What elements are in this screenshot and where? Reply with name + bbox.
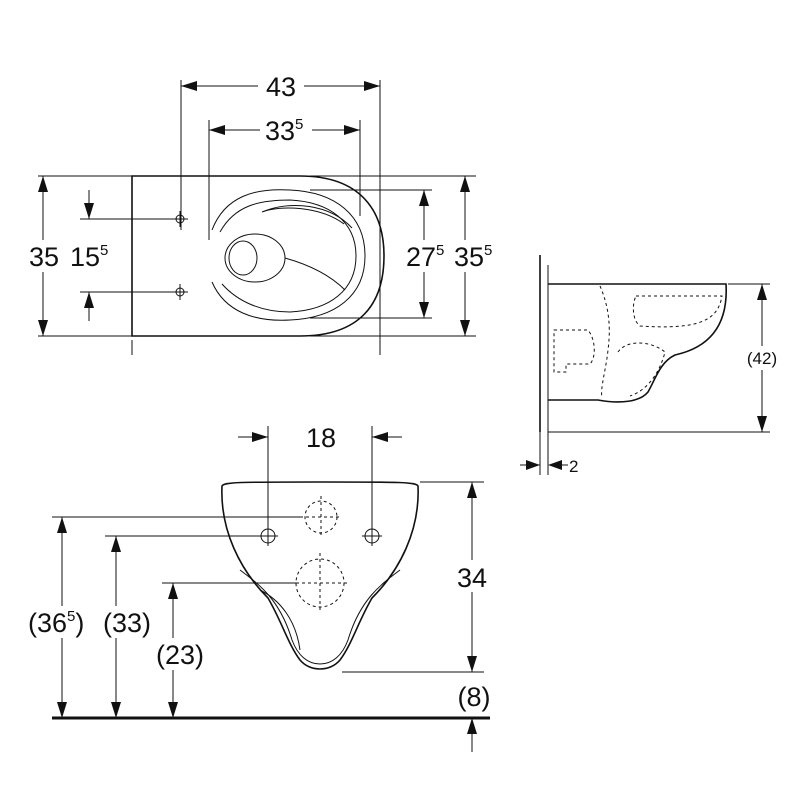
dim-label-23: (23): [156, 640, 204, 670]
bowl-inner-rim-3: [261, 204, 353, 229]
bowl-outline-side: [548, 283, 727, 403]
dim-label-35-5: 355: [454, 242, 492, 272]
dim-label-33-5: 335: [265, 116, 303, 146]
water-inlet: [300, 496, 342, 538]
dim-label-2: 2: [569, 457, 578, 476]
dim-label-34: 34: [457, 563, 487, 593]
dim-label-43: 43: [266, 72, 296, 102]
drain-outer: [224, 233, 286, 283]
bowl-outline-rear: [221, 481, 419, 670]
side-view: (42) 2: [520, 255, 786, 476]
dim-label-42: (42): [747, 349, 777, 368]
dim-label-36-5: (365): [28, 608, 84, 638]
fixing-point-left: [258, 526, 278, 546]
fixing-point-right: [362, 526, 382, 546]
dim-label-15-5: 155: [70, 242, 108, 272]
siphon-dashed: [599, 285, 610, 399]
drain-channel: [284, 257, 346, 291]
dim-label-18: 18: [306, 423, 336, 453]
drain-outlet: [290, 553, 350, 613]
bowl-inner-rim: [211, 189, 366, 321]
bowl-outline-top: [131, 175, 385, 337]
dim-label-33: (33): [103, 608, 151, 638]
dim-label-8: (8): [458, 682, 491, 712]
bowl-inner-rear: [239, 569, 401, 665]
drain-inner: [228, 240, 258, 276]
dim-label-35: 35: [29, 242, 59, 272]
rear-view: 18 34 (8) (365) (33): [28, 423, 496, 752]
top-view: 43 335 35 155: [24, 68, 499, 355]
dim-label-27-5: 275: [406, 242, 444, 272]
bowl-inner-rim-2: [219, 199, 357, 313]
